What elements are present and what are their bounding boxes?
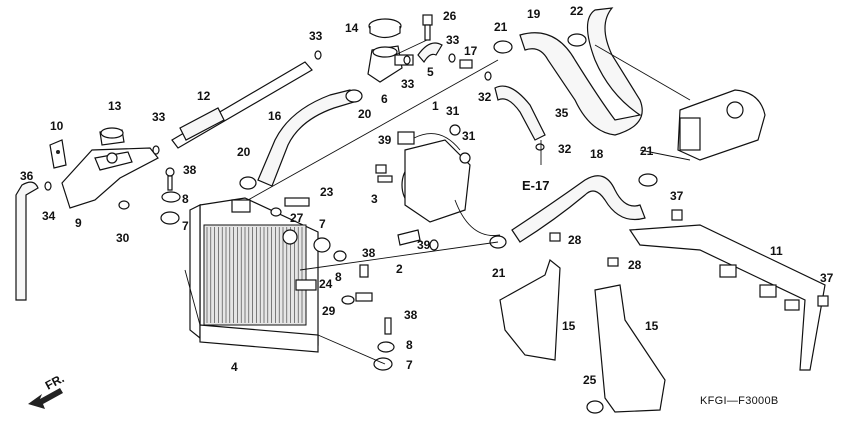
fasteners bbox=[44, 33, 829, 414]
callout-label: 7 bbox=[319, 217, 326, 231]
bracket-11 bbox=[628, 224, 826, 371]
callout-label: 16 bbox=[268, 109, 282, 123]
shroud-15-left bbox=[499, 258, 561, 361]
callout-label: 31 bbox=[462, 129, 476, 143]
callout-label: 38 bbox=[183, 163, 197, 177]
callout-label: 36 bbox=[20, 169, 34, 183]
hose-5 bbox=[417, 42, 443, 64]
callout-label: 37 bbox=[670, 189, 684, 203]
shroud-15-right bbox=[594, 284, 666, 413]
diagram-code: KFGI—F3000B bbox=[700, 395, 779, 407]
callout-label: 39 bbox=[378, 133, 392, 147]
front-direction-arrow-icon bbox=[28, 388, 63, 409]
callout-label: 14 bbox=[345, 21, 359, 35]
reserve-tank bbox=[61, 127, 159, 209]
callout-label: 23 bbox=[320, 185, 334, 199]
callout-label: 21 bbox=[494, 20, 508, 34]
fan-motor bbox=[397, 131, 501, 237]
callout-label: 9 bbox=[75, 216, 82, 230]
bracket-10 bbox=[49, 139, 67, 169]
callout-label: 22 bbox=[570, 4, 584, 18]
callout-label: 6 bbox=[381, 92, 388, 106]
callout-label: 12 bbox=[197, 89, 211, 103]
callout-label: 37 bbox=[820, 271, 834, 285]
callout-label: 35 bbox=[555, 106, 569, 120]
callout-label: 34 bbox=[42, 209, 56, 223]
callout-label: 13 bbox=[108, 99, 122, 113]
callout-label: 28 bbox=[628, 258, 642, 272]
callout-label: 15 bbox=[562, 319, 576, 333]
callout-label: 21 bbox=[640, 144, 654, 158]
callout-label: 38 bbox=[404, 308, 418, 322]
callout-label: 8 bbox=[182, 192, 189, 206]
callout-label: 5 bbox=[427, 65, 434, 79]
callout-label: 11 bbox=[770, 244, 783, 258]
callout-label: 30 bbox=[116, 231, 130, 245]
callout-label: 21 bbox=[492, 266, 506, 280]
hose-19 bbox=[519, 7, 643, 136]
water-pump bbox=[594, 44, 766, 161]
callout-label: 29 bbox=[322, 304, 336, 318]
callout-label: 15 bbox=[645, 319, 659, 333]
callout-label: 7 bbox=[406, 358, 413, 372]
callout-label: 28 bbox=[568, 233, 582, 247]
callout-label: 38 bbox=[362, 246, 376, 260]
callout-label: 2 bbox=[396, 262, 403, 276]
callout-label: 10 bbox=[50, 119, 64, 133]
filler-neck bbox=[367, 18, 414, 83]
callout-label: 7 bbox=[182, 219, 189, 233]
hose-18 bbox=[511, 175, 646, 243]
callout-label: 26 bbox=[443, 9, 457, 23]
overflow-hose bbox=[15, 181, 39, 301]
callout-label: 20 bbox=[358, 107, 372, 121]
callout-label: 20 bbox=[237, 145, 251, 159]
callout-label: 8 bbox=[406, 338, 413, 352]
front-direction-label: FR. bbox=[43, 371, 67, 392]
reference-e17: E-17 bbox=[522, 178, 549, 193]
callout-label: 8 bbox=[335, 270, 342, 284]
callout-label: 39 bbox=[417, 238, 431, 252]
callout-label: 33 bbox=[309, 29, 323, 43]
callout-label: 31 bbox=[446, 104, 460, 118]
pipe-12 bbox=[171, 61, 313, 149]
callout-label: 24 bbox=[319, 277, 333, 291]
hose-35 bbox=[494, 85, 546, 141]
callout-label: 33 bbox=[401, 77, 415, 91]
callout-label: 32 bbox=[558, 142, 572, 156]
callout-label: 33 bbox=[152, 110, 166, 124]
bolt-26 bbox=[422, 14, 433, 41]
callout-label: 3 bbox=[371, 192, 378, 206]
hose-16 bbox=[257, 89, 355, 187]
callout-labels: 14 26 21 19 22 33 33 17 5 33 20 6 12 13 … bbox=[20, 4, 834, 387]
callout-label: 32 bbox=[478, 90, 492, 104]
callout-label: 1 bbox=[432, 99, 439, 113]
callout-label: 18 bbox=[590, 147, 604, 161]
callout-label: 25 bbox=[583, 373, 597, 387]
callout-label: 19 bbox=[527, 7, 541, 21]
callout-label: 27 bbox=[290, 211, 304, 225]
callout-label: 17 bbox=[464, 44, 478, 58]
callout-label: 4 bbox=[231, 360, 238, 374]
callout-label: 33 bbox=[446, 33, 460, 47]
guide-lines bbox=[184, 39, 542, 365]
